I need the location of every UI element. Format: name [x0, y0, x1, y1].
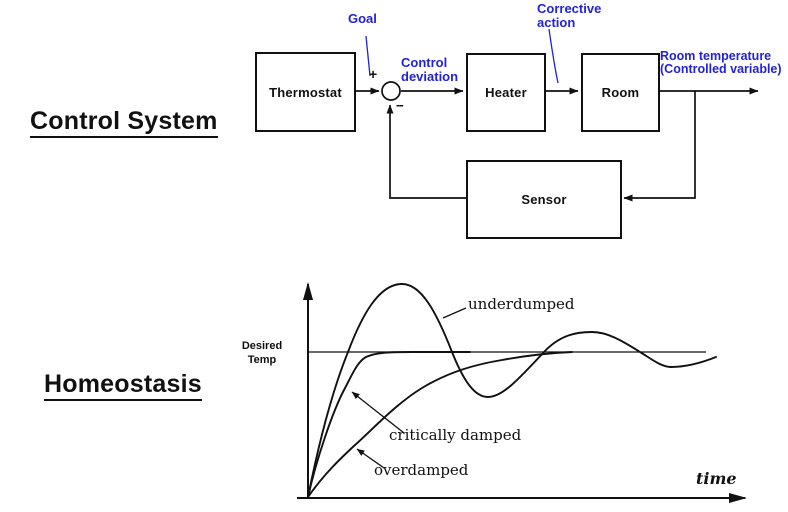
time-axis-label: time: [696, 469, 737, 488]
underdamped-leader-line: [442, 307, 467, 319]
control-deviation-annotation: Control deviation: [401, 55, 459, 84]
critically-damped-curve: [307, 351, 471, 498]
plus-sign: +: [369, 66, 378, 82]
underdamped-curve: [307, 283, 717, 498]
summing-junction: [381, 81, 401, 101]
room-label: Room: [601, 85, 640, 100]
underdamped-curve-label: underdumped: [468, 295, 575, 313]
heater-label: Heater: [485, 85, 527, 100]
desired-temp-axis-label: Desired Temp: [241, 340, 283, 366]
overdamped-curve-label: overdamped: [374, 461, 469, 479]
corrective-action-leader-line: [548, 28, 559, 84]
homeostasis-heading: Homeostasis: [44, 370, 202, 401]
overdamped-leader-arrow: [356, 448, 385, 469]
sensor-label: Sensor: [521, 192, 567, 207]
chart-label-leaders: [351, 307, 467, 469]
annotation-leaders: [365, 28, 559, 84]
thermostat-block: Thermostat: [255, 52, 356, 132]
chart-curves: [307, 283, 717, 498]
minus-sign: --: [396, 97, 404, 112]
sensor-feedback-arrow: [386, 104, 466, 199]
overdamped-curve: [307, 351, 573, 498]
sensor-block: Sensor: [466, 160, 622, 239]
diagram-connectors: [352, 81, 759, 202]
goal-annotation: Goal: [348, 11, 377, 26]
output-branch-to-sensor-arrow: [623, 91, 696, 202]
goal-leader-line: [365, 35, 371, 77]
thermostat-label: Thermostat: [269, 84, 342, 100]
heater-block: Heater: [466, 53, 546, 132]
corrective-action-annotation: Corrective action: [537, 1, 602, 30]
control-system-heading: Control System: [30, 107, 218, 138]
room-block: Room: [581, 53, 660, 132]
critically-damped-curve-label: critically damped: [389, 426, 522, 444]
critically-damped-leader-arrow: [351, 391, 405, 434]
room-temperature-annotation: Room temperature (Controlled variable): [660, 49, 782, 77]
